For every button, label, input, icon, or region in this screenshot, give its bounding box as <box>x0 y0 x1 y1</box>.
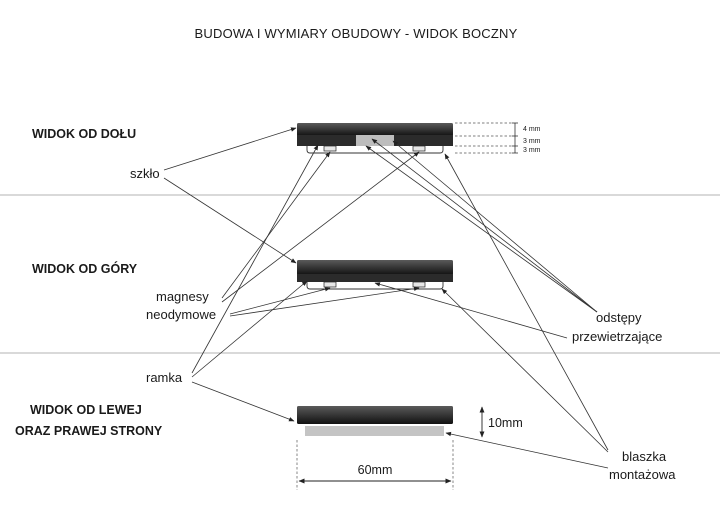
section-heading-bottom-view: WIDOK OD DOŁU <box>32 127 136 141</box>
leader-frame-bottom <box>191 144 319 374</box>
label-vents-line2: przewietrzające <box>572 329 662 344</box>
label-vents-line1: odstępy <box>596 310 642 325</box>
label-plate-line2: montażowa <box>609 467 676 482</box>
dim-plate-thickness: 3 mm <box>523 147 541 154</box>
label-magnets-line1: magnesy <box>156 289 209 304</box>
diagram-title: BUDOWA I WYMIARY OBUDOWY - WIDOK BOCZNY <box>195 26 518 41</box>
leader-lines <box>163 127 609 469</box>
leader-magnet <box>221 151 331 299</box>
leader-glass-bottom <box>163 127 297 171</box>
leader-plate-bottom <box>444 153 609 451</box>
leader-vent <box>374 282 568 339</box>
bottom-view-enclosure <box>297 123 453 154</box>
section-heading-side-view-line1: WIDOK OD LEWEJ <box>30 403 142 417</box>
section-heading-side-view-line2: ORAZ PRAWEJ STRONY <box>15 424 163 438</box>
mounting-plate-outline <box>306 282 444 290</box>
width-dimension: 60mm <box>296 440 454 490</box>
label-glass: szkło <box>130 166 160 181</box>
leader-vent <box>392 140 598 313</box>
leader-magnet <box>229 287 331 315</box>
leader-plate-side <box>445 431 609 469</box>
magnet <box>412 281 426 288</box>
leader-magnet <box>229 286 420 317</box>
glass-layer <box>297 123 453 136</box>
mounting-plate <box>305 426 444 436</box>
leader-plate-top <box>441 288 609 453</box>
magnet <box>323 145 337 152</box>
leader-frame-side <box>191 381 295 422</box>
height-dimension: 10mm <box>479 406 523 438</box>
magnet <box>412 145 426 152</box>
dim-height: 10mm <box>488 416 523 430</box>
magnet <box>323 281 337 288</box>
layer-dimensions: 4 mm 3 mm 3 mm <box>455 122 541 154</box>
label-magnets-line2: neodymowe <box>146 307 216 322</box>
dim-width: 60mm <box>358 463 393 477</box>
mounting-plate-outline <box>306 146 444 154</box>
top-view-enclosure <box>297 260 453 290</box>
label-plate-line1: blaszka <box>622 449 667 464</box>
leader-frame-top <box>191 280 308 378</box>
label-frame: ramka <box>146 370 183 385</box>
frame-layer <box>297 274 453 282</box>
section-heading-top-view: WIDOK OD GÓRY <box>32 261 138 276</box>
dim-frame-thickness: 3 mm <box>523 138 541 145</box>
leader-magnet <box>221 151 420 303</box>
dim-glass-thickness: 4 mm <box>523 126 541 133</box>
leader-glass-top <box>163 177 297 264</box>
leader-vent <box>365 145 598 313</box>
glass-layer <box>297 406 453 424</box>
glass-layer <box>297 260 453 275</box>
ventilation-gap <box>356 135 394 146</box>
side-view-enclosure <box>297 406 453 436</box>
